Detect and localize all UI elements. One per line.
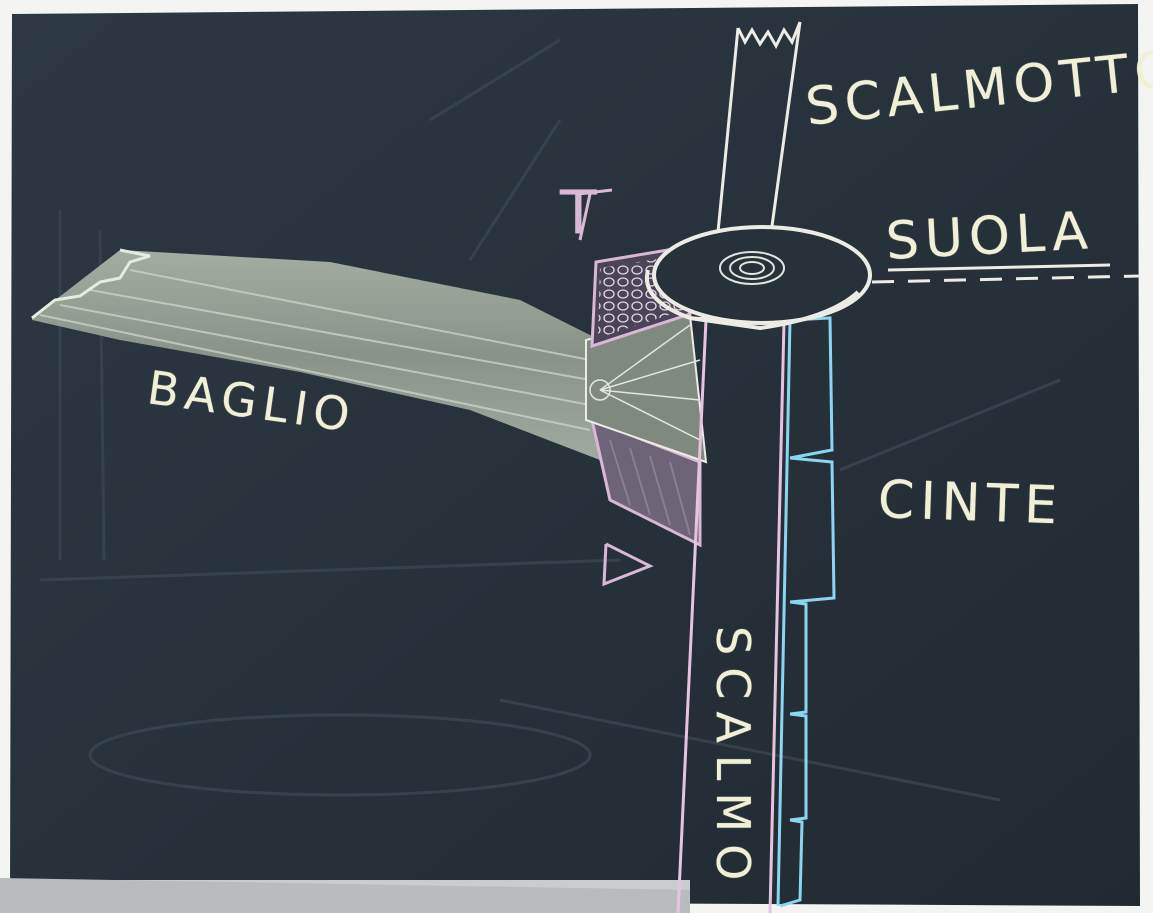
label-t-mark: T: [560, 178, 603, 248]
label-cinte: CINTE: [877, 470, 1064, 536]
board-surface: [10, 4, 1140, 906]
label-suola: SUOLA: [884, 201, 1095, 272]
label-scalmo: SCALMO: [706, 626, 760, 892]
